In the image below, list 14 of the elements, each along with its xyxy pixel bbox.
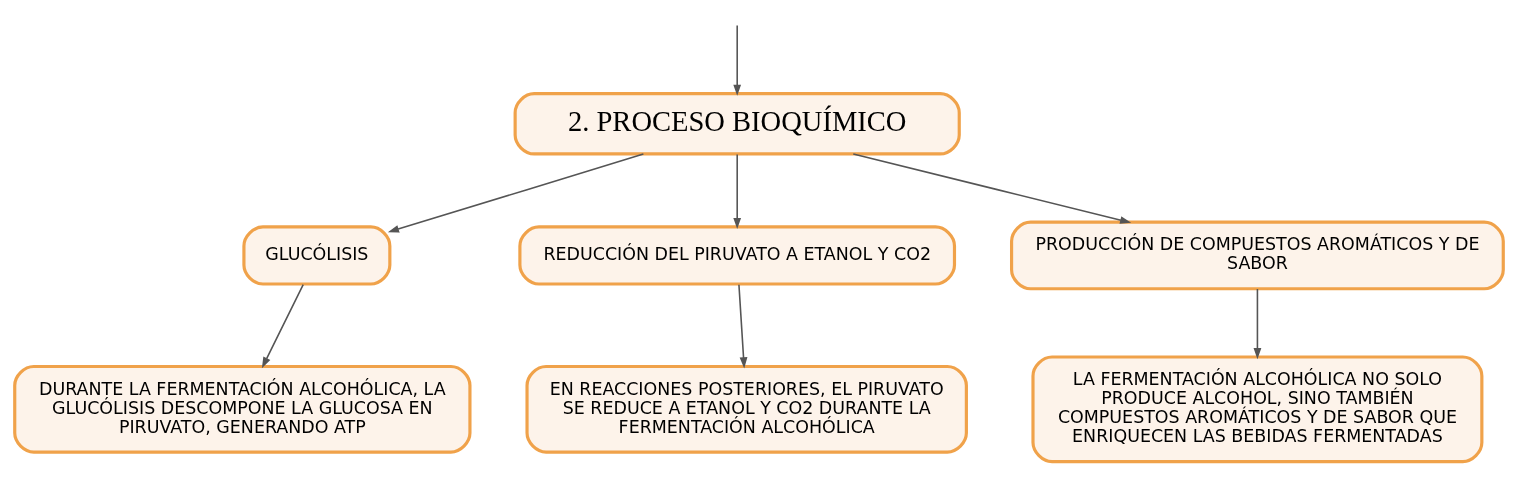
node-box: REDUCCIÓN DEL PIRUVATO A ETANOL Y CO2 bbox=[518, 225, 957, 286]
node-box: EN REACCIONES POSTERIORES, EL PIRUVATO SE REDUCE A ETANOL Y CO2 DURANTE LA FERMENTACIÓN ALCOHÓLICA bbox=[525, 364, 968, 454]
arrow bbox=[733, 24, 742, 96]
node-box: DURANTE LA FERMENTACIÓN ALCOHÓLICA, LA GLUCÓLISIS DESCOMPONE LA GLUCOSA EN PIRUVATO, GENERANDO ATP bbox=[13, 364, 472, 454]
node-box: LA FERMENTACIÓN ALCOHÓLICA NO SOLO PRODUCE ALCOHOL, SINO TAMBIÉN COMPUESTOS AROMÁTICOS Y DE SABOR QUE ENRIQUECEN LAS BEBIDAS FERMENTADAS bbox=[1031, 355, 1484, 464]
node-box: GLUCÓLISIS bbox=[242, 225, 392, 286]
arrow bbox=[738, 283, 748, 369]
arrow bbox=[1253, 288, 1262, 360]
arrow bbox=[387, 153, 645, 233]
node-box: 2. PROCESO BIOQUÍMICO bbox=[513, 92, 961, 156]
node-box: PRODUCCIÓN DE COMPUESTOS AROMÁTICOS Y DE SABOR bbox=[1010, 220, 1505, 291]
arrow bbox=[852, 153, 1132, 224]
arrow bbox=[261, 283, 304, 369]
arrow bbox=[733, 153, 742, 229]
